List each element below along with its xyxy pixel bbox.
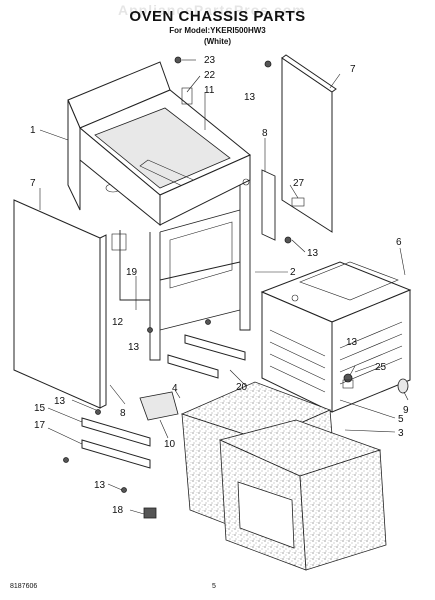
side-panel: [13, 199, 127, 409]
insulation-blankets: [180, 381, 387, 571]
callout-7-left: 7: [30, 178, 36, 189]
oven-cavity: [260, 261, 412, 413]
callout-13-right: 13: [307, 248, 319, 259]
callout-13-cavity: 13: [346, 337, 358, 348]
callout-1: 1: [30, 125, 36, 136]
model-line: For Model:YKERI500HW3: [169, 26, 266, 35]
callout-25: 25: [375, 362, 387, 373]
callout-12: 12: [112, 317, 124, 328]
color-variant: (White): [203, 37, 232, 46]
callout-23: 23: [204, 55, 216, 66]
callout-10: 10: [164, 439, 176, 450]
callout-13: 13: [244, 92, 256, 103]
watermark: AppliancePartsPros.com: [118, 2, 306, 18]
callout-20: 20: [236, 382, 248, 393]
lower-brackets: [63, 319, 246, 519]
callout-22: 22: [204, 70, 216, 81]
callout-11: 11: [204, 85, 215, 96]
callout-13-mid: 13: [128, 342, 140, 353]
leader-lines: [39, 59, 409, 515]
callout-6: 6: [396, 237, 402, 248]
callout-8: 8: [262, 128, 268, 139]
callout-9: 9: [403, 405, 409, 416]
callout-17: 17: [34, 420, 46, 431]
bracket-assembly: [174, 56, 305, 244]
callout-3: 3: [398, 428, 404, 439]
callout-4: 4: [172, 383, 178, 394]
document-number: 8187606: [10, 583, 38, 590]
chassis-frame: [67, 61, 251, 361]
callout-15: 15: [34, 403, 46, 414]
diagram-title: OVEN CHASSIS PARTS: [129, 8, 306, 25]
callout-8-lower: 8: [120, 408, 126, 419]
callout-5: 5: [398, 414, 404, 425]
callout-labels: 23 22 11 13 7 1 8 27 7 13 6 19 2 12 13 1…: [30, 55, 409, 516]
callout-18: 18: [112, 505, 124, 516]
callout-13-lower: 13: [54, 396, 66, 407]
callout-7: 7: [350, 64, 356, 75]
page-number: 5: [212, 583, 216, 590]
back-panel: [281, 54, 337, 233]
callout-13-bottom: 13: [94, 480, 106, 491]
callout-19: 19: [126, 267, 138, 278]
callout-2: 2: [290, 267, 296, 278]
callout-27: 27: [293, 178, 305, 189]
